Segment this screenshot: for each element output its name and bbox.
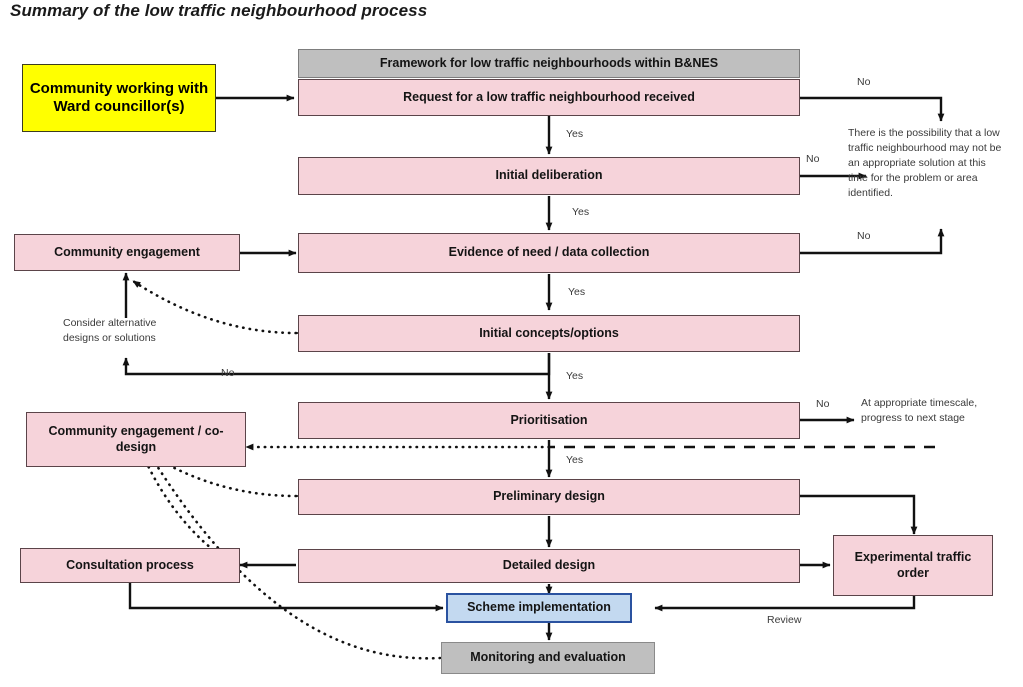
node-prioritisation[interactable]: Prioritisation [298,402,800,439]
node-detailed-design[interactable]: Detailed design [298,549,800,583]
node-evidence-of-need[interactable]: Evidence of need / data collection [298,233,800,273]
edge-label-review: Review [767,614,802,626]
edge-label-no-evidence: No [857,230,871,242]
node-community-ward-councillor[interactable]: Community working with Ward councillor(s… [22,64,216,132]
node-scheme-implementation[interactable]: Scheme implementation [446,593,632,623]
edge-label-yes-2: Yes [572,206,590,218]
edge-label-yes-1: Yes [566,128,584,140]
node-request[interactable]: Request for a low traffic neighbourhood … [298,79,800,116]
edge-label-yes-5: Yes [566,454,584,466]
edge-label-no-prioritisation: No [816,398,830,410]
edge-label-no-deliberation: No [806,153,820,165]
node-initial-concepts[interactable]: Initial concepts/options [298,315,800,352]
node-preliminary-design[interactable]: Preliminary design [298,479,800,515]
edge-label-no-top: No [857,76,871,88]
note-appropriate-timescale: At appropriate timescale, progress to ne… [861,397,978,424]
page-title: Summary of the low traffic neighbourhood… [10,1,428,20]
edge-label-yes-4: Yes [566,370,584,382]
node-monitoring-evaluation[interactable]: Monitoring and evaluation [441,642,655,674]
node-community-engagement-codesign[interactable]: Community engagement / co-design [26,412,246,467]
node-experimental-traffic-order[interactable]: Experimental traffic order [833,535,993,596]
node-framework[interactable]: Framework for low traffic neighbourhoods… [298,49,800,78]
edge-label-no-concepts: No [221,367,235,379]
node-community-engagement[interactable]: Community engagement [14,234,240,271]
node-initial-deliberation[interactable]: Initial deliberation [298,157,800,195]
note-consider-alternatives: Consider alternative designs or solution… [63,317,157,344]
edge-label-yes-3: Yes [568,286,586,298]
note-not-appropriate-solution: There is the possibility that a low traf… [848,127,1002,199]
node-consultation-process[interactable]: Consultation process [20,548,240,583]
